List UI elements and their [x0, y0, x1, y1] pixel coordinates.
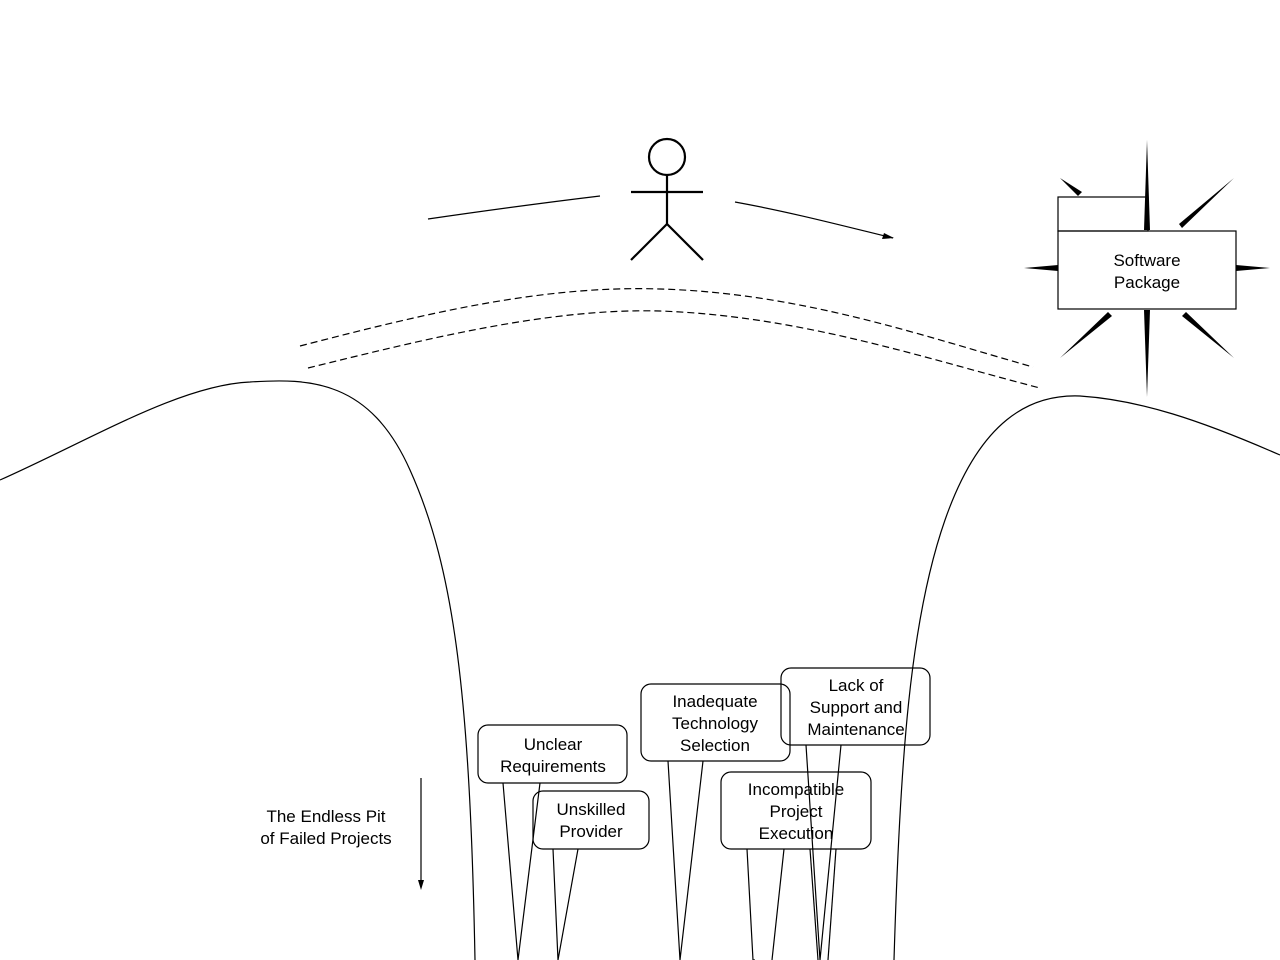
motion-arrow-right: [734, 201, 894, 239]
pit-label: The Endless Pit of Failed Projects: [260, 807, 391, 848]
callout-unclear-requirements-line-1: Unclear: [524, 735, 583, 754]
bridge-dashed-upper: [299, 288, 1034, 368]
pit-label-line-2: of Failed Projects: [260, 829, 391, 848]
pit-down-arrowhead: [418, 880, 424, 890]
person-icon: [630, 137, 704, 261]
callout-lack-of-support-and-maintenance: Lack of Support and Maintenance: [780, 667, 931, 960]
callout-unclear-requirements: Unclear Requirements: [477, 724, 628, 960]
callout-unskilled-provider: Unskilled Provider: [532, 790, 650, 960]
bridge-dashed-lower: [307, 310, 1041, 389]
software-package-burst-icon: [1024, 140, 1270, 397]
callout-incompatible-project-execution: Incompatible Project Execution: [720, 771, 872, 960]
software-package-label-line-1: Software: [1113, 251, 1180, 270]
callout-inadequate-technology-selection: Inadequate Technology Selection: [640, 683, 791, 960]
callout-unskilled-provider-line-1: Unskilled: [557, 800, 626, 819]
left-hill-cliff: [0, 380, 476, 960]
callout-unclear-requirements-line-2: Requirements: [500, 757, 606, 776]
callout-incompatible-execution-line-3: Execution: [759, 824, 834, 843]
pit-label-line-1: The Endless Pit: [266, 807, 385, 826]
callout-lack-of-support-line-2: Support and: [810, 698, 903, 717]
callout-lack-of-support-line-1: Lack of: [829, 676, 884, 695]
callout-unskilled-provider-line-2: Provider: [559, 822, 623, 841]
callout-incompatible-execution-line-1: Incompatible: [748, 780, 844, 799]
software-package-label-line-2: Package: [1114, 273, 1180, 292]
right-hill-cliff: [893, 395, 1280, 960]
callout-inadequate-technology-line-1: Inadequate: [672, 692, 757, 711]
callout-inadequate-technology-line-2: Technology: [672, 714, 759, 733]
motion-line-left: [427, 195, 601, 220]
software-package: Software Package: [1057, 196, 1237, 310]
callout-inadequate-technology-line-3: Selection: [680, 736, 750, 755]
callout-incompatible-execution-line-2: Project: [770, 802, 823, 821]
motion-arrowhead: [882, 233, 894, 239]
callout-lack-of-support-line-3: Maintenance: [807, 720, 904, 739]
